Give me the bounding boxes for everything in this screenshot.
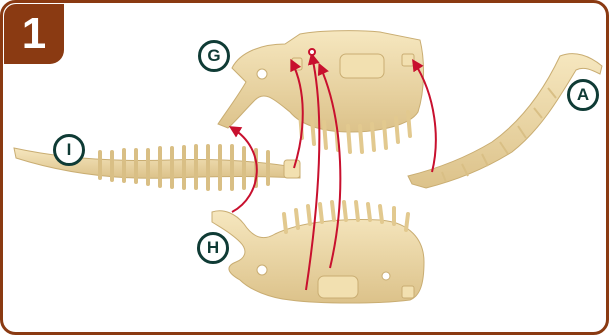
upper-rib-piece [218,31,424,152]
part-label-a: A [567,79,599,111]
neck-vertebrae-piece [408,54,602,188]
part-label-h: H [197,232,229,264]
part-label-i: I [53,134,85,166]
step-number-badge: 1 [4,4,64,64]
part-label-g: G [198,40,230,72]
lower-rib-piece [212,202,424,303]
